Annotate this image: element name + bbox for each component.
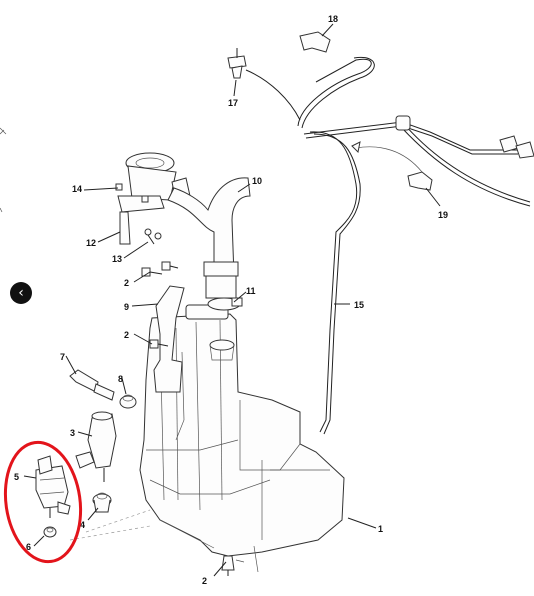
callout-18: 18 xyxy=(328,14,338,24)
level-sensor xyxy=(69,369,115,401)
washer-pump-front xyxy=(75,411,117,482)
callout-5: 5 xyxy=(14,472,19,482)
reservoir-bracket xyxy=(153,285,185,393)
callout-13: 13 xyxy=(112,254,122,264)
callout-3: 3 xyxy=(70,428,75,438)
callout-8: 8 xyxy=(118,374,123,384)
callout-6: 6 xyxy=(26,542,31,552)
callout-12: 12 xyxy=(86,238,96,248)
callout-2-upper: 2 xyxy=(124,278,129,288)
callout-17: 17 xyxy=(228,98,238,108)
clip-19 xyxy=(407,171,433,191)
callout-9: 9 xyxy=(124,302,129,312)
highlight-ellipse xyxy=(3,440,83,564)
clip-17 xyxy=(227,48,247,79)
chevron-left-icon: ‹ xyxy=(18,285,24,301)
pump-grommet xyxy=(92,492,112,513)
filler-neck-assembly xyxy=(115,152,191,245)
callout-4: 4 xyxy=(80,520,85,530)
pump-seal xyxy=(43,526,57,538)
hose-clamp xyxy=(207,297,243,311)
callout-14: 14 xyxy=(72,184,82,194)
callout-2-bottom: 2 xyxy=(202,576,207,586)
previous-button[interactable]: ‹ xyxy=(10,282,32,304)
washer-pipe xyxy=(297,56,534,435)
callout-15: 15 xyxy=(354,300,364,310)
callout-1: 1 xyxy=(378,524,383,534)
callout-19: 19 xyxy=(438,210,448,220)
leader-lines xyxy=(23,23,441,577)
callout-7: 7 xyxy=(60,352,65,362)
grommet xyxy=(119,394,137,409)
filler-hose xyxy=(167,177,251,299)
clip-18 xyxy=(299,31,331,53)
callout-11: 11 xyxy=(246,286,256,296)
washer-pump-rear xyxy=(35,455,71,518)
callouts: 1 2 2 2 3 4 5 6 7 8 9 10 11 12 13 14 15 … xyxy=(14,14,448,586)
callout-2-middle: 2 xyxy=(124,330,129,340)
callout-10: 10 xyxy=(252,176,262,186)
